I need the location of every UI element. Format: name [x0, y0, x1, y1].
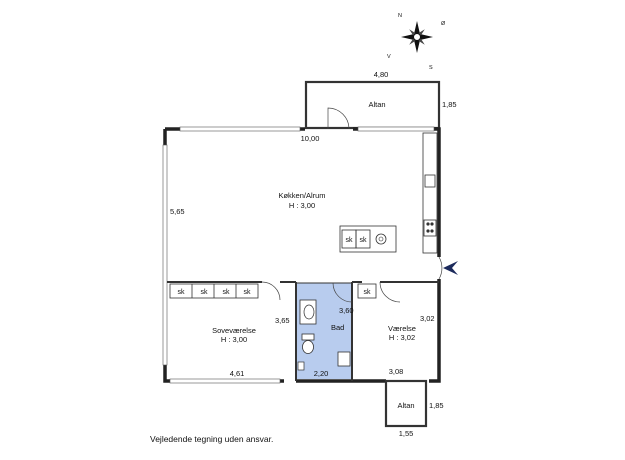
- balcony-top-label: Altan: [368, 100, 385, 109]
- room-wardrobe: sk: [357, 283, 377, 299]
- compass-west-label: V: [387, 54, 391, 60]
- interior-doors: [261, 256, 443, 303]
- balcony-bottom: Altan 1,85 1,55: [384, 379, 444, 438]
- bedroom-wardrobe-label: sk: [201, 289, 209, 296]
- balcony-top-door: [327, 107, 350, 130]
- balcony-top: Altan 4,80 1,85: [304, 70, 457, 130]
- dim-balcony-bottom-depth: 1,85: [429, 401, 444, 410]
- compass-east-label: Ø: [441, 21, 446, 27]
- compass-north-label: N: [398, 13, 402, 19]
- windows: [162, 126, 435, 384]
- compass-star-icon: [401, 21, 433, 53]
- dim-bedroom-depth: 3,65: [275, 316, 290, 325]
- kitchen-wardrobe-label: sk: [360, 237, 368, 244]
- bath-fixtures: [297, 299, 351, 371]
- disclaimer-text: Vejledende tegning uden ansvar.: [150, 434, 274, 444]
- bedroom-name: Soveværelse: [212, 326, 256, 335]
- kitchen-room: Køkken/Alrum H : 3,00: [278, 191, 325, 210]
- kitchen-counter: [422, 132, 438, 254]
- room-name: Værelse: [388, 324, 416, 333]
- floor-drain-icon: [297, 361, 305, 371]
- compass-south-label: S: [429, 65, 433, 71]
- dim-bath-width: 2,20: [314, 369, 329, 378]
- bath-name: Bad: [331, 323, 344, 332]
- kitchen-name: Køkken/Alrum: [278, 191, 325, 200]
- dim-kitchen-width: 10,00: [301, 134, 320, 143]
- kitchen-island: sk sk: [339, 225, 397, 253]
- bedroom-wardrobe-label: sk: [223, 289, 231, 296]
- kitchen-height: H : 3,00: [289, 201, 315, 210]
- interior-walls: [167, 281, 439, 381]
- room-height: H : 3,02: [389, 333, 415, 342]
- dim-balcony-bottom-width: 1,55: [399, 429, 414, 438]
- dim-bath-depth: 3,60: [339, 306, 354, 315]
- dim-room-width: 3,08: [389, 367, 404, 376]
- compass-rose: N S V Ø: [387, 13, 446, 71]
- bedroom-room: Soveværelse H : 3,00: [212, 326, 256, 344]
- shower-icon: [337, 351, 351, 367]
- bedroom-wardrobe-label: sk: [178, 289, 186, 296]
- entrance-arrow-icon: [443, 261, 458, 275]
- room-wardrobe-label: sk: [364, 289, 372, 296]
- bedroom-wardrobe-label: sk: [244, 289, 252, 296]
- bedroom-height: H : 3,00: [221, 335, 247, 344]
- dim-bedroom-width: 4,61: [230, 369, 245, 378]
- kitchen-wardrobe-label: sk: [346, 237, 354, 244]
- balcony-bottom-outline: [384, 379, 428, 428]
- dim-room-depth: 3,02: [420, 314, 435, 323]
- sink-icon: [424, 174, 436, 188]
- stove-icon: [423, 219, 437, 237]
- washbasin-icon: [299, 299, 317, 325]
- balcony-bottom-label: Altan: [397, 401, 414, 410]
- toilet-icon: [301, 333, 315, 341]
- dim-balcony-top-width: 4,80: [374, 70, 389, 79]
- bedroom-wardrobes: sk sk sk sk: [169, 283, 259, 299]
- dim-kitchen-depth: 5,65: [170, 207, 185, 216]
- dishwasher-icon: [375, 233, 387, 245]
- room-room: Værelse H : 3,02: [388, 324, 416, 342]
- dim-balcony-top-depth: 1,85: [442, 100, 457, 109]
